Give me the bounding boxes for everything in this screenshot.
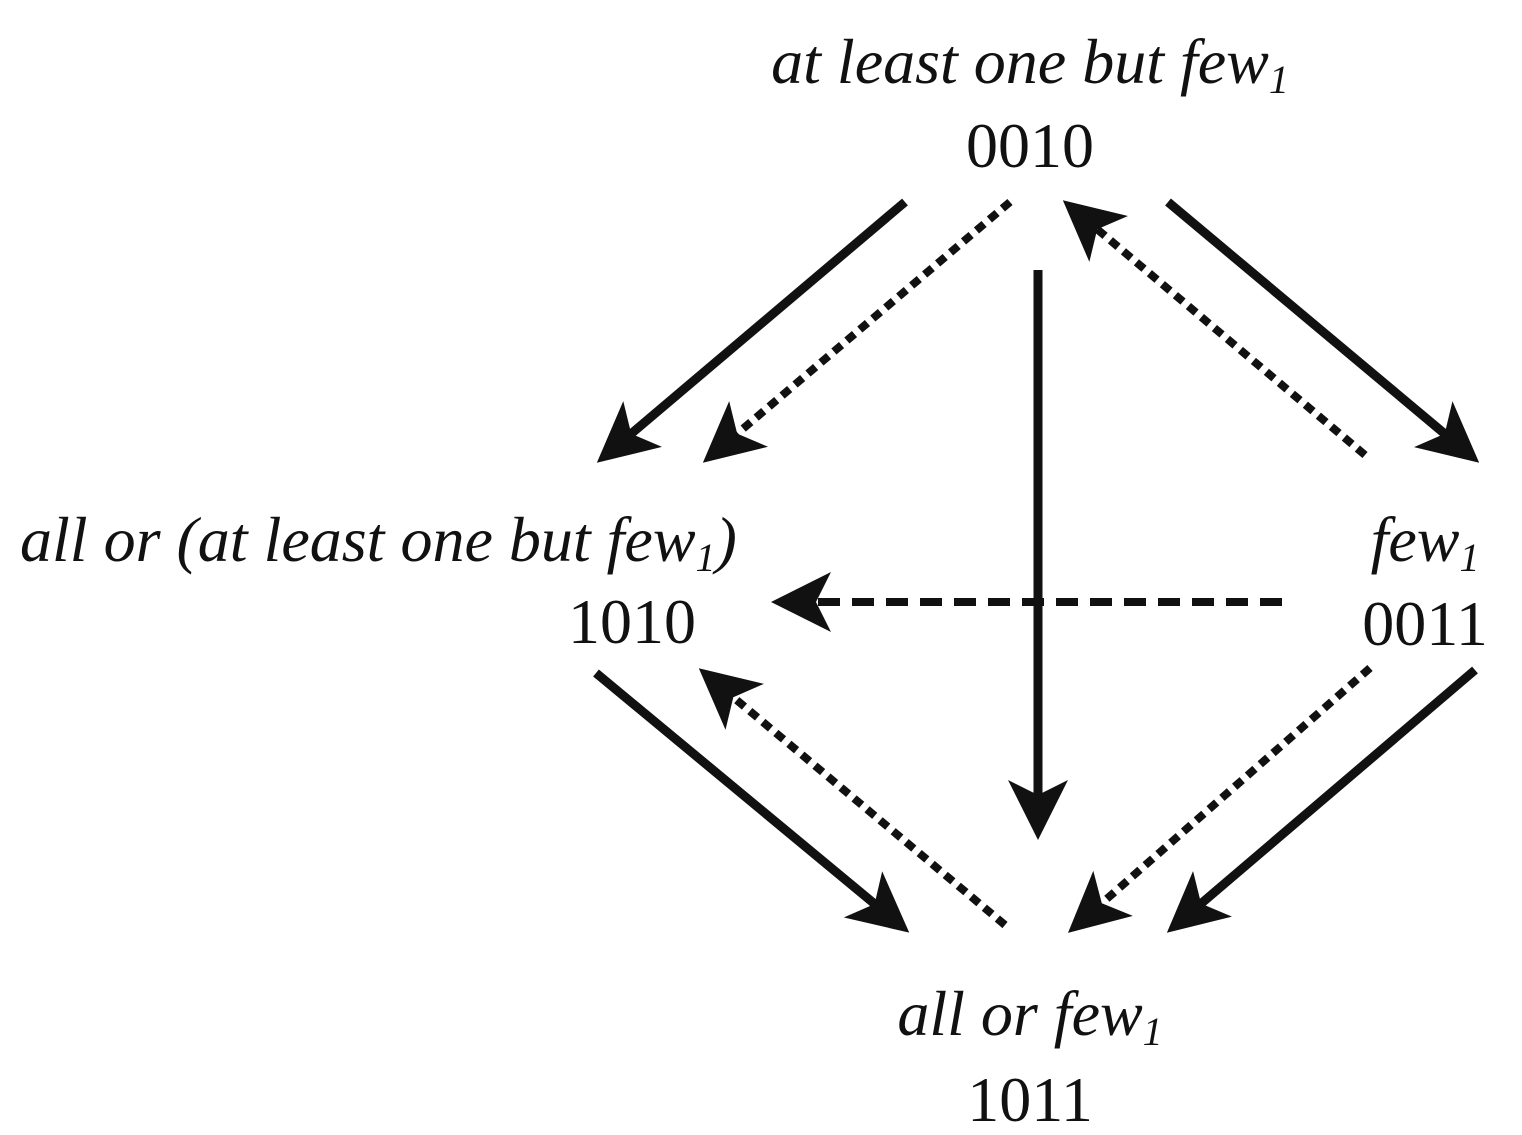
node-label: few1 <box>1370 504 1480 580</box>
subscript: 1 <box>1142 1009 1163 1054</box>
subscript: 1 <box>1268 57 1289 102</box>
node-code: 1010 <box>568 586 696 657</box>
node-all-or-few: all or few1 1011 <box>860 982 1200 1132</box>
edges-layer <box>593 198 1480 933</box>
edge-top-to-left-solid-arrow <box>596 198 908 463</box>
node-code: 0011 <box>1362 588 1488 659</box>
edge-left-to-bottom-solid-arrow <box>593 669 910 933</box>
edge-bottom-to-left-dotted-arrow <box>698 668 1008 929</box>
node-all-or-at-least-one-but-few: all or (at least one but few1) 1010 <box>20 504 860 654</box>
node-code: 0010 <box>966 110 1094 181</box>
subscript: 1 <box>695 535 716 580</box>
subscript: 1 <box>1459 535 1480 580</box>
node-label: all or (at least one but few1) <box>20 504 737 580</box>
node-code: 1011 <box>967 1064 1093 1135</box>
edge-top-to-right-solid-arrow <box>1165 198 1480 463</box>
edge-right-to-top-dotted-arrow <box>1062 200 1368 459</box>
node-few: few1 0011 <box>1300 508 1522 656</box>
edge-right-to-bottom-solid-arrow <box>1166 666 1478 933</box>
node-at-least-one-but-few: at least one but few1 0010 <box>700 30 1360 178</box>
edge-right-to-bottom-dotted-arrow <box>1067 664 1373 933</box>
edge-top-to-left-dotted-arrow <box>702 198 1013 463</box>
node-label: at least one but few1 <box>771 26 1289 102</box>
node-label: all or few1 <box>897 978 1163 1054</box>
